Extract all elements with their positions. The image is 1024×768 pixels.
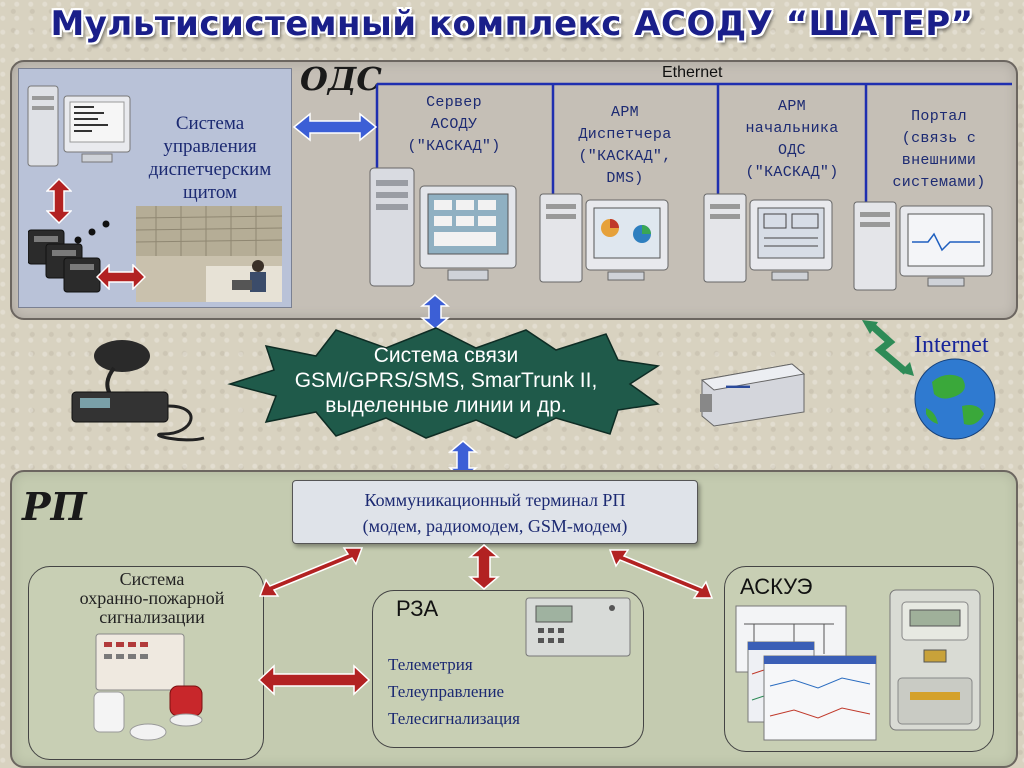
node-label-line: ("КАСКАД") — [407, 138, 501, 155]
shield-system-line: диспетчерским — [148, 159, 272, 180]
terminal-line: (модем, радиомодем, GSM-модем) — [362, 516, 628, 536]
double-arrow-icon — [258, 547, 364, 597]
shield-system-line: Система — [175, 113, 245, 134]
communication-line: Система связи — [373, 344, 519, 367]
node-label-line: ("КАСКАД", — [578, 148, 672, 165]
head-label: АРМ начальника ОДС ("КАСКАД") — [724, 96, 860, 184]
rza-function-item: Телеметрия — [388, 655, 473, 674]
double-arrow-icon — [420, 294, 450, 330]
shield-system-line: управления — [163, 136, 257, 157]
communication-terminal: Коммуникационный терминал РП (модем, рад… — [292, 480, 698, 544]
rza-label: РЗА — [396, 596, 439, 621]
node-label-line: DMS) — [606, 170, 644, 187]
controller-modules-icon — [28, 229, 101, 293]
node-label-line: (связь с — [901, 130, 977, 147]
shield-system-line: щитом — [182, 182, 237, 203]
communication-system-text: Система связи GSM/GPRS/SMS, SmarTrunk II… — [256, 343, 636, 418]
electricity-meter-icon — [889, 589, 981, 731]
rp-label: РП — [22, 484, 87, 529]
node-label-line: Сервер — [426, 94, 482, 111]
double-arrow-icon — [258, 664, 370, 696]
rza-function-item: Телесигнализация — [388, 709, 520, 728]
askue-label: АСКУЭ — [740, 574, 813, 599]
rza-functions-list: Телеметрия Телеуправление Телесигнализац… — [388, 651, 520, 732]
terminal-line: Коммуникационный терминал РП — [364, 490, 626, 510]
node-label-line: Диспетчера — [578, 126, 672, 143]
shield-system-label: Система управления диспетчерским щитом — [128, 112, 292, 204]
gsm-modem-icon: ▬▬▬ — [700, 363, 806, 427]
double-arrow-icon — [292, 112, 378, 142]
globe-icon — [914, 358, 996, 440]
node-label-line: АСОДУ — [430, 116, 478, 133]
relay-protection-device-icon — [525, 597, 631, 657]
dispatcher-label: АРМ Диспетчера ("КАСКАД", DMS) — [558, 102, 692, 190]
server-computer-icon — [369, 167, 517, 287]
ellipsis-dots-icon — [74, 220, 110, 244]
head-workstation-icon — [703, 193, 833, 283]
communication-line: выделенные линии и др. — [325, 394, 567, 417]
double-arrow-icon — [96, 264, 146, 290]
internet-label: Internet — [914, 332, 989, 358]
node-label-line: АРМ — [778, 98, 806, 115]
node-label-line: Портал — [911, 108, 967, 125]
node-label-line: системами) — [892, 174, 986, 191]
portal-label: Портал (связь с внешними системами) — [872, 106, 1006, 194]
radio-transceiver-icon — [71, 340, 205, 442]
control-room-photo — [136, 206, 282, 302]
fire-alarm-label: Система охранно-пожарной сигнализации — [42, 570, 262, 627]
double-arrow-icon — [862, 320, 914, 376]
fire-alarm-line: Система — [119, 569, 185, 589]
node-label-line: ("КАСКАД") — [745, 164, 839, 181]
page-title: Мультисистемный комплекс АСОДУ “ШАТЕР” — [50, 4, 974, 44]
fire-alarm-line: охранно-пожарной — [79, 588, 225, 608]
portal-workstation-icon — [853, 201, 993, 291]
shield-computer-icon — [27, 85, 131, 167]
double-arrow-icon — [608, 549, 714, 599]
double-arrow-icon — [46, 178, 72, 224]
node-label-line: начальника — [745, 120, 839, 137]
ods-label: ОДС — [300, 60, 382, 98]
node-label-line: АРМ — [611, 104, 639, 121]
svg-text:▬▬▬: ▬▬▬ — [726, 381, 750, 390]
dispatcher-workstation-icon — [539, 193, 669, 283]
rza-function-item: Телеуправление — [388, 682, 505, 701]
server-label: Сервер АСОДУ ("КАСКАД") — [398, 92, 510, 158]
metering-screens-icon — [735, 605, 877, 741]
node-label-line: ОДС — [778, 142, 806, 159]
communication-line: GSM/GPRS/SMS, SmarTrunk II, — [294, 369, 598, 392]
ethernet-label: Ethernet — [662, 64, 723, 81]
double-arrow-icon — [468, 544, 500, 590]
node-label-line: внешними — [901, 152, 977, 169]
fire-alarm-devices-icon — [93, 633, 203, 741]
communication-cloud — [227, 327, 661, 439]
fire-alarm-line: сигнализации — [99, 607, 205, 627]
